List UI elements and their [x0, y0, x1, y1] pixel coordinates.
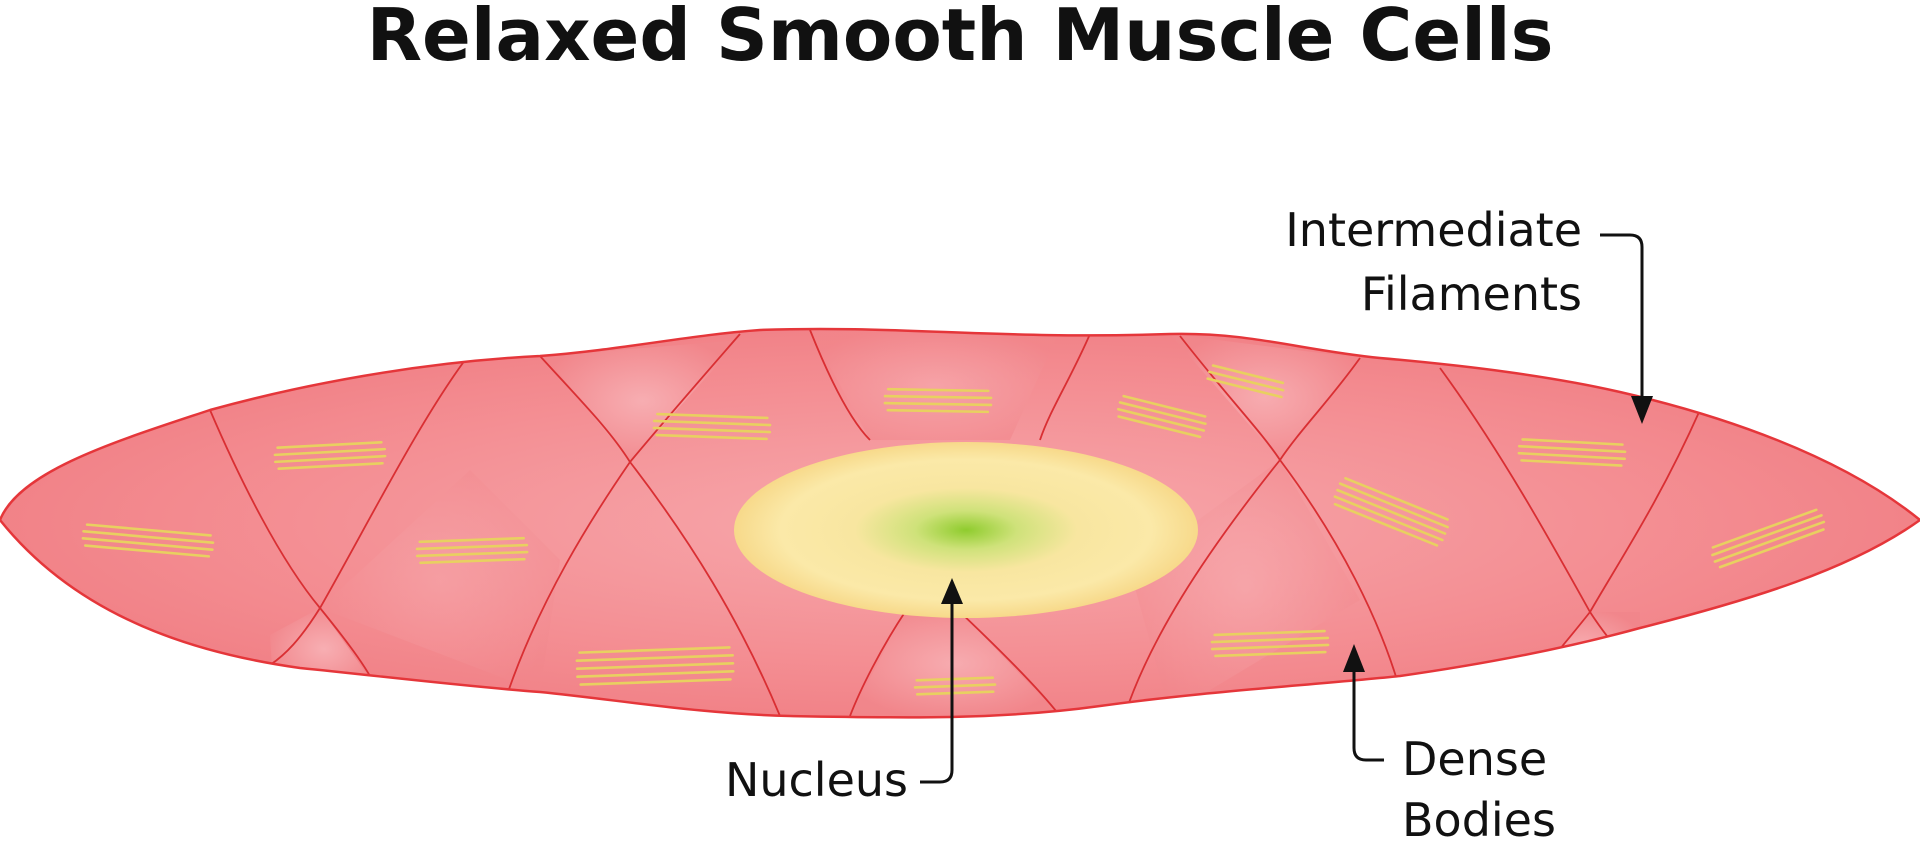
label-intermediate-filaments: Intermediate Filaments: [1285, 203, 1653, 424]
filament-bundle: [883, 387, 993, 414]
cell-region-light: [320, 470, 560, 692]
filament-bundle: [1333, 476, 1449, 547]
label-dense-bodies-line1: Dense: [1402, 732, 1547, 786]
filament-bundle: [415, 536, 529, 565]
cell-boundary: [507, 333, 741, 693]
filament-bundle: [1517, 438, 1627, 467]
arrowhead-dense-bodies: [1343, 644, 1365, 672]
cell-region-light: [1130, 460, 1360, 714]
cell-boundary: [539, 355, 781, 717]
label-dense-bodies: Dense Bodies: [1343, 644, 1556, 843]
arrowhead-nucleus: [941, 578, 963, 604]
cell-boundary: [269, 355, 469, 666]
cell-boundary: [959, 611, 1061, 717]
arrowhead-intermediate-filaments: [1631, 396, 1653, 424]
muscle-cell: [0, 327, 1920, 719]
cell-boundary: [849, 611, 906, 717]
filament-bundle: [575, 646, 735, 686]
filament-bundle: [273, 440, 387, 471]
filament-bundle: [913, 676, 997, 696]
label-intermediate-filaments-line2: Filaments: [1361, 267, 1582, 321]
cell-membrane: [0, 327, 1920, 719]
nucleus: [734, 442, 1198, 618]
filament-bundle: [1206, 364, 1285, 399]
cell-boundary: [1039, 333, 1091, 441]
cell-region-light: [810, 330, 1060, 440]
cell-boundary: [809, 329, 871, 441]
filament-bundle: [81, 523, 215, 558]
label-dense-bodies-line2: Bodies: [1402, 793, 1556, 843]
label-nucleus-group: Nucleus: [725, 578, 963, 807]
filament-bundle: [1117, 394, 1207, 439]
leader-nucleus: [920, 600, 954, 784]
cell-boundary: [1124, 357, 1361, 715]
filament-bundle: [652, 412, 772, 441]
leader-intermediate-filaments: [1600, 233, 1644, 398]
cell-region-light: [545, 340, 740, 462]
cell-boundary: [1179, 335, 1401, 691]
label-intermediate-filaments-line1: Intermediate: [1285, 203, 1582, 257]
diagram-title: Relaxed Smooth Muscle Cells: [367, 0, 1554, 77]
label-nucleus: Nucleus: [725, 753, 908, 807]
filament-bundle: [1210, 629, 1330, 658]
cell-boundary: [209, 409, 379, 693]
cell-region-light: [850, 612, 1060, 716]
filament-bundle: [1711, 508, 1826, 569]
leader-dense-bodies: [1352, 668, 1384, 762]
